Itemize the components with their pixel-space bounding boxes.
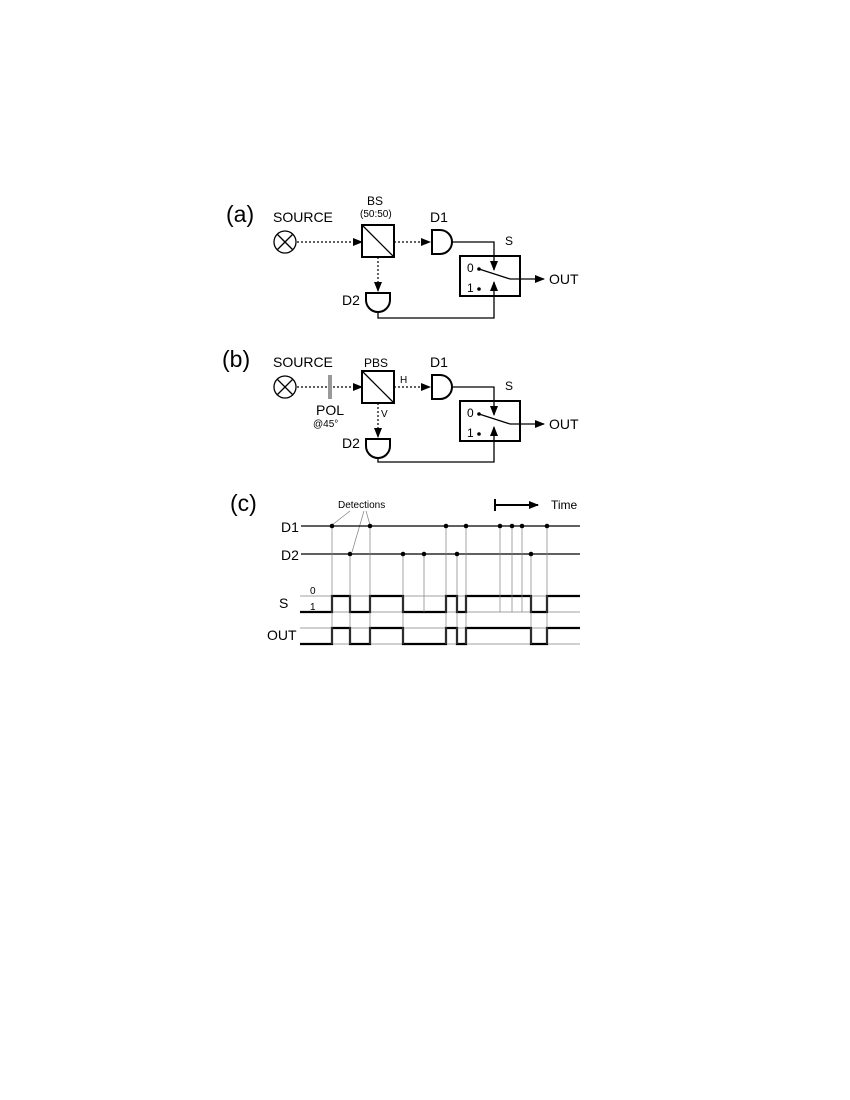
panel-a-bs-label: BS	[367, 194, 383, 208]
panel-b-switch-label: S	[505, 379, 513, 393]
panel-b-d1-detector-icon	[431, 374, 453, 400]
panel-a-d2-signal-wire	[377, 281, 498, 319]
panel-b-d1-signal-wire	[452, 386, 498, 416]
panel-a-d2-detector-icon	[365, 292, 391, 313]
panel-b-v-label: V	[381, 409, 388, 420]
panel-a-tag: (a)	[226, 201, 254, 227]
panel-a-state0: 0	[467, 261, 474, 275]
panel-b-out-label: OUT	[549, 416, 579, 432]
out-row-label: OUT	[267, 627, 297, 643]
panel-a-state1: 1	[467, 281, 474, 295]
panel-a-switch-box	[459, 255, 521, 297]
detections-pointers	[331, 510, 371, 553]
panel-a-switch-label: S	[505, 234, 513, 248]
panel-b-d2-label: D2	[342, 435, 360, 451]
panel-a-d2-label: D2	[342, 292, 360, 308]
panel-b-d1-label: D1	[430, 354, 448, 370]
panel-b-pol-label: POL	[316, 402, 344, 418]
panel-a-source-icon	[273, 230, 297, 254]
panel-b-h-label: H	[400, 375, 407, 386]
s-row-label: S	[279, 595, 288, 611]
panel-b-contact1	[477, 432, 481, 436]
panel-b-pbs-label: PBS	[364, 356, 388, 370]
panel-a-beam-splitter	[361, 224, 395, 258]
s-level0-label: 0	[310, 586, 316, 597]
panel-b-state0: 0	[467, 406, 474, 420]
s-level1-label: 1	[310, 602, 316, 613]
panel-b-source-icon	[273, 375, 297, 399]
time-label: Time	[551, 498, 578, 512]
d2-row-label: D2	[281, 547, 299, 563]
d2-detection-dots	[347, 551, 534, 557]
panel-b-switch-lever	[478, 413, 511, 425]
panel-b-tag: (b)	[222, 346, 250, 372]
panel-b-d2-signal-wire	[377, 426, 498, 463]
panel-b-pol-angle: @45°	[313, 419, 338, 430]
panel-a-source-label: SOURCE	[273, 209, 333, 225]
panel-b-polarizing-beam-splitter	[361, 370, 395, 404]
panel-b-source-label: SOURCE	[273, 354, 333, 370]
d1-row-label: D1	[281, 519, 299, 535]
panel-b-state1: 1	[467, 426, 474, 440]
panel-a-d1-signal-wire	[452, 241, 498, 271]
panel-b-switch-box	[459, 400, 521, 442]
detections-label: Detections	[338, 500, 385, 511]
panel-b: (b) SOURCE POL @45° PBS H V D1 D2 S 0 1	[222, 346, 579, 463]
panel-c-tag: (c)	[230, 490, 257, 516]
panel-a-contact1	[477, 287, 481, 291]
panel-a-bs-ratio: (50:50)	[360, 209, 392, 220]
panel-b-polarizer-icon	[328, 375, 332, 399]
panel-a-out-label: OUT	[549, 271, 579, 287]
s-waveform	[300, 594, 580, 614]
panel-c: (c) Detections Time D1 D2 S 0 1 OUT	[230, 490, 580, 646]
panel-b-d2-detector-icon	[365, 438, 391, 459]
out-waveform	[300, 626, 580, 646]
d1-detection-dots	[329, 523, 550, 529]
panel-a-d1-detector-icon	[431, 229, 453, 255]
panel-a-switch-lever	[478, 268, 511, 280]
panel-a-d1-label: D1	[430, 209, 448, 225]
detection-event-lines	[331, 526, 548, 644]
time-arrow-icon	[494, 499, 539, 511]
panel-a: (a) SOURCE BS (50:50) D1 D2 S 0 1 OUT	[226, 194, 579, 319]
